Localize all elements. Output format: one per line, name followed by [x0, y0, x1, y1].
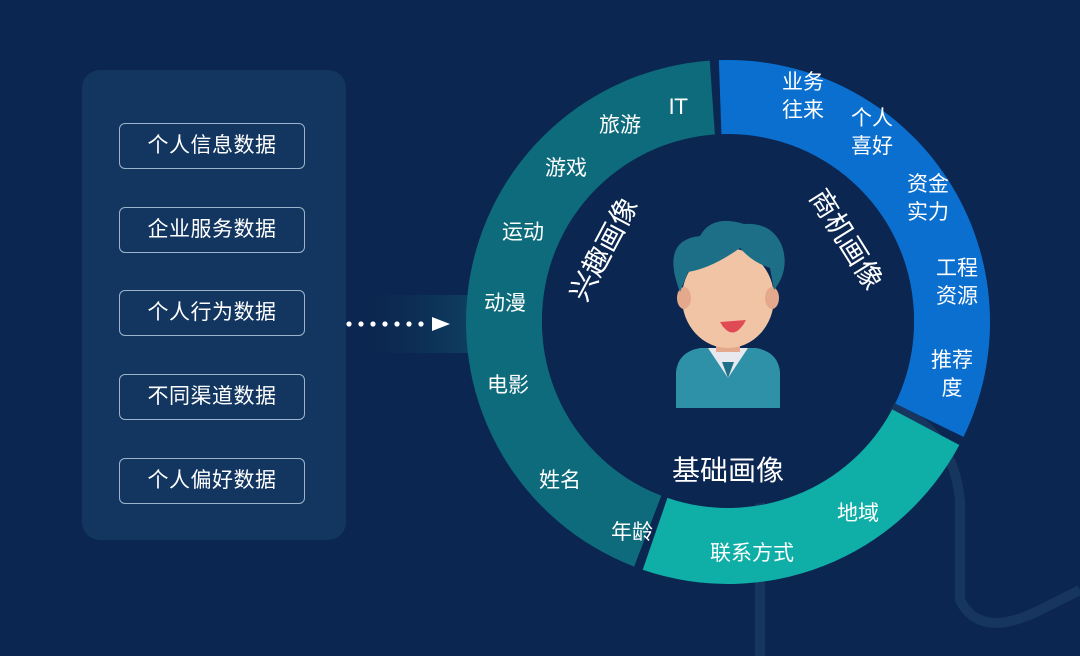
ring-segment-interest [466, 60, 716, 567]
segment-item-business: 业务往来 [782, 70, 824, 122]
segment-item-business: 个人喜好 [851, 106, 893, 158]
segment-item-business: 推荐度 [931, 348, 973, 400]
segment-item-interest: 电影 [487, 373, 529, 397]
ring-segment-business [718, 59, 991, 437]
source-item-personal-behavior: 个人行为数据 [119, 290, 305, 336]
segment-item-basic: 姓名 [539, 468, 581, 492]
segment-item-interest: 运动 [502, 220, 544, 244]
segment-item-basic: 年龄 [611, 520, 653, 544]
segment-item-interest: 旅游 [599, 113, 641, 137]
segment-item-basic: 联系方式 [710, 541, 794, 565]
user-avatar-icon [673, 220, 785, 408]
segment-title-basic: 基础画像 [672, 454, 784, 487]
source-item-personal-preference: 个人偏好数据 [119, 458, 305, 504]
segment-item-interest: 动漫 [484, 291, 526, 315]
source-item-enterprise-service: 企业服务数据 [119, 207, 305, 253]
source-item-personal-info: 个人信息数据 [119, 123, 305, 169]
segment-item-business: 工程资源 [936, 256, 978, 308]
source-item-channel-data: 不同渠道数据 [119, 374, 305, 420]
arrow-right-icon [346, 317, 450, 331]
segment-item-interest: 游戏 [545, 156, 587, 180]
segment-item-basic: 地域 [837, 501, 879, 525]
segment-item-interest: IT [668, 95, 687, 119]
ring-segment-basic [642, 409, 960, 584]
segment-item-business: 资金实力 [907, 172, 949, 224]
